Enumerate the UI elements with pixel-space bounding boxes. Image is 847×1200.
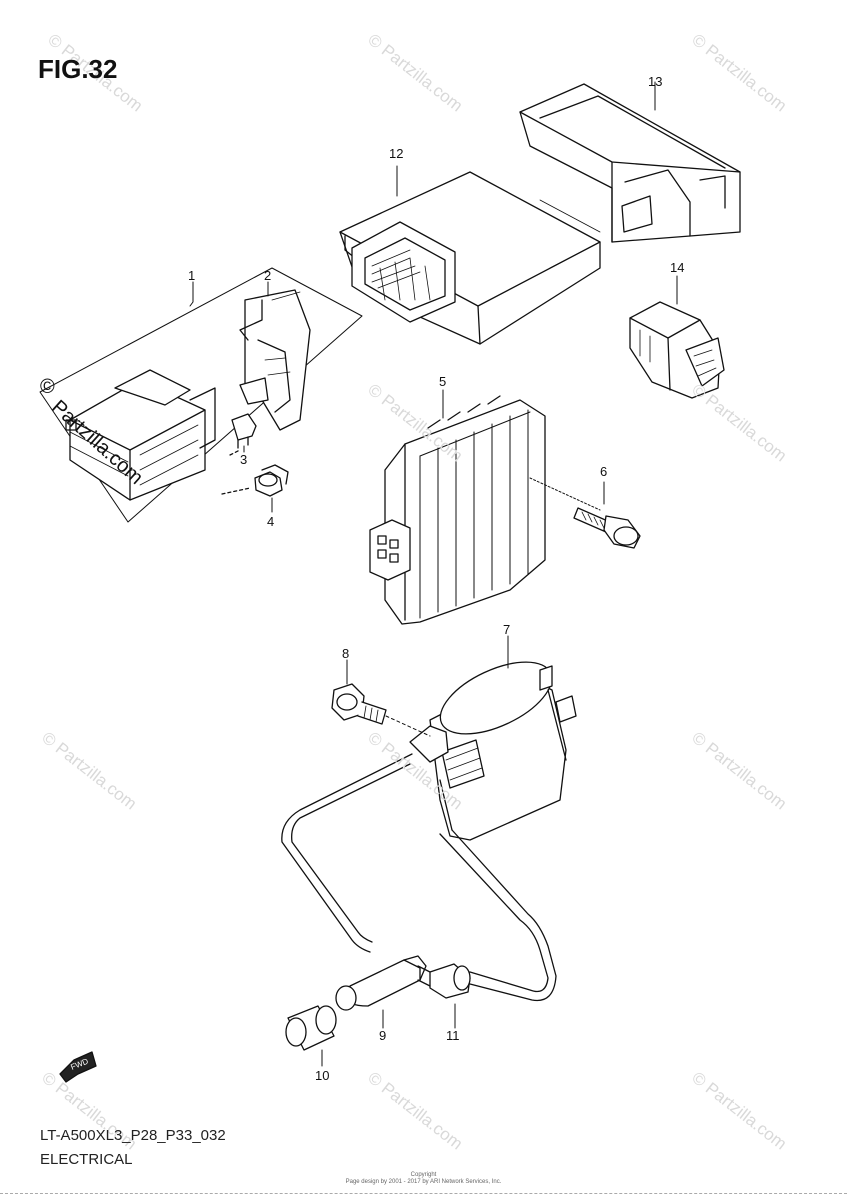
part-label-4: 4 xyxy=(267,514,274,529)
ht-lead xyxy=(281,753,557,1002)
regulator-rectifier xyxy=(369,389,546,625)
copyright-line-2: Page design by 2001 - 2017 by ARI Networ… xyxy=(345,1179,502,1185)
part-label-6: 6 xyxy=(600,464,607,479)
copyright: Copyright Page design by 2001 - 2017 by … xyxy=(0,1172,847,1186)
ecm-unit xyxy=(339,165,601,345)
section-label: ELECTRICAL xyxy=(40,1151,133,1168)
part-label-11: 11 xyxy=(446,1028,460,1043)
part-label-2: 2 xyxy=(264,268,271,283)
bolt-8 xyxy=(331,659,431,737)
part-label-7: 7 xyxy=(503,622,510,637)
ignition-coil xyxy=(409,635,577,841)
relay-group xyxy=(39,267,363,523)
part-label-12: 12 xyxy=(389,146,403,161)
part-label-13: 13 xyxy=(648,74,662,89)
part-label-9: 9 xyxy=(379,1028,386,1043)
part-labels: 1 2 3 4 5 6 7 8 9 10 11 12 13 14 xyxy=(188,74,684,1083)
part-label-3: 3 xyxy=(240,452,247,467)
figure-title: FIG.32 xyxy=(38,54,118,84)
plug-cap-9 xyxy=(335,955,427,1029)
part-label-5: 5 xyxy=(439,374,446,389)
part-label-8: 8 xyxy=(342,646,349,661)
bolt-6 xyxy=(529,477,641,549)
bottom-divider xyxy=(0,1193,847,1194)
fwd-arrow-icon: FWD xyxy=(59,1051,97,1083)
model-code: LT-A500XL3_P28_P33_032 xyxy=(40,1127,226,1144)
copyright-line-1: Copyright xyxy=(410,1172,437,1178)
terminal-11 xyxy=(417,963,471,1029)
sleeve-10 xyxy=(285,1005,337,1067)
part-label-10: 10 xyxy=(315,1068,329,1083)
connector-14 xyxy=(629,275,725,399)
ecm-cover xyxy=(519,81,741,243)
watermark-dark-symbol: © xyxy=(40,376,55,398)
part-label-14: 14 xyxy=(670,260,684,275)
part-label-1: 1 xyxy=(188,268,195,283)
